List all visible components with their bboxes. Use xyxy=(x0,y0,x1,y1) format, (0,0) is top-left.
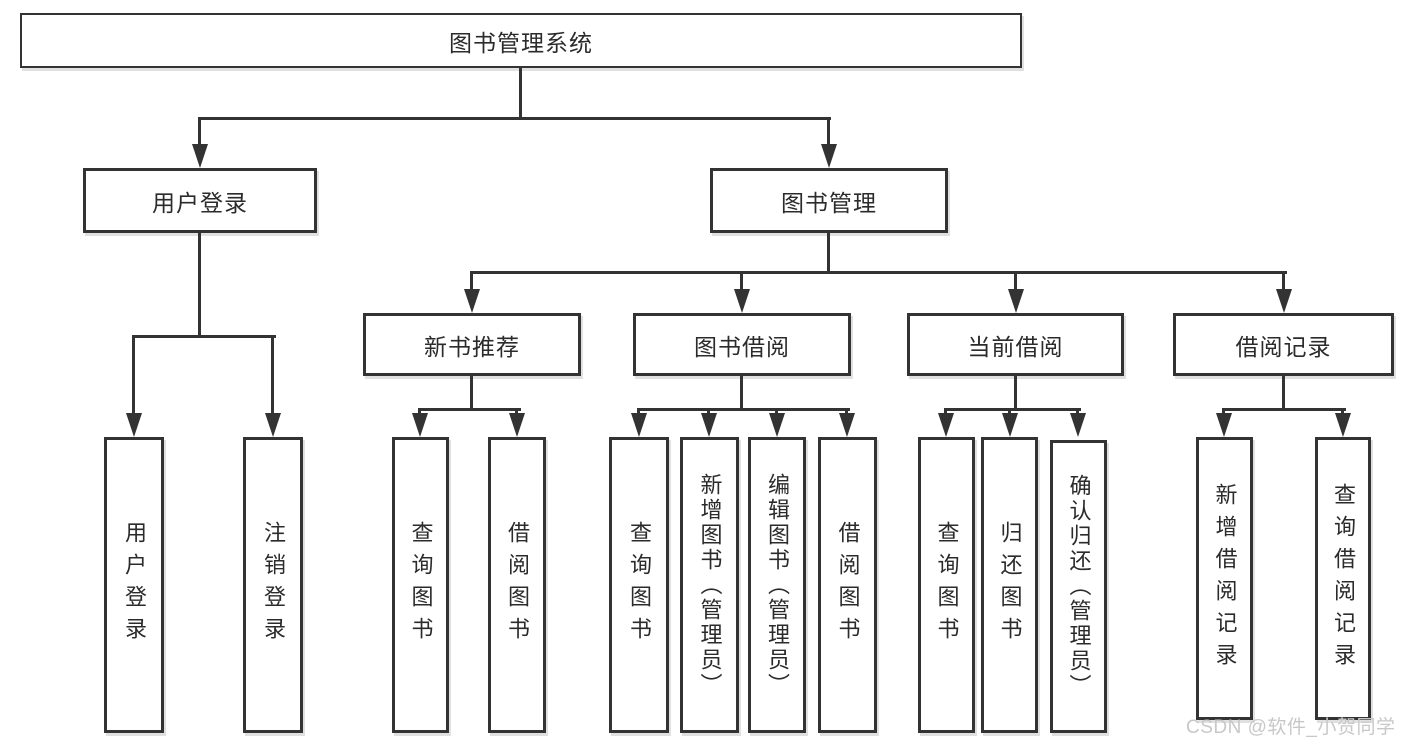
leaf-br-add-record-label: 新增借阅记录 xyxy=(1212,482,1238,675)
arrow-down-icon xyxy=(1335,413,1351,437)
leaf-user-login-label: 用户登录 xyxy=(122,521,147,649)
leaf-logout-label: 注销登录 xyxy=(261,521,286,649)
connector-line xyxy=(1076,410,1079,415)
node-borrowing-records-label: 借阅记录 xyxy=(1235,333,1332,360)
arrow-down-icon xyxy=(769,413,785,437)
connector-line xyxy=(1008,410,1011,415)
leaf-cb-query-books: 查询图书 xyxy=(918,437,975,733)
arrow-down-icon xyxy=(734,289,750,313)
node-borrowing-records: 借阅记录 xyxy=(1173,313,1394,376)
arrow-down-icon xyxy=(839,413,855,437)
arrow-down-icon xyxy=(1276,289,1292,313)
leaf-user-login: 用户登录 xyxy=(104,437,164,733)
connector-line xyxy=(198,119,201,146)
leaf-bb-edit-books-admin-label: 编辑图书（管理员） xyxy=(765,472,790,698)
watermark: CSDN @软件_小贺同学 xyxy=(1186,717,1396,738)
connector-line xyxy=(827,233,830,273)
leaf-bb-borrow-books: 借阅图书 xyxy=(818,437,877,733)
connector-line xyxy=(1282,273,1285,290)
arrow-down-icon xyxy=(1002,413,1018,437)
node-book-management-label: 图书管理 xyxy=(781,189,877,216)
node-root-label: 图书管理系统 xyxy=(449,29,593,56)
leaf-br-query-record: 查询借阅记录 xyxy=(1315,437,1371,720)
connector-line xyxy=(198,117,831,120)
arrow-down-icon xyxy=(1070,413,1086,437)
leaf-rec-query-books-label: 查询图书 xyxy=(408,521,434,649)
connector-line xyxy=(1341,410,1344,415)
connector-line xyxy=(418,408,521,411)
connector-line xyxy=(944,408,1081,411)
leaf-rec-borrow-books-label: 借阅图书 xyxy=(505,521,530,649)
leaf-cb-return-books-label: 归还图书 xyxy=(997,521,1023,649)
node-current-borrowing-label: 当前借阅 xyxy=(967,333,1064,360)
connector-line xyxy=(519,68,522,120)
connector-line xyxy=(845,410,848,415)
connector-line xyxy=(1222,410,1225,415)
arrow-down-icon xyxy=(938,413,954,437)
leaf-bb-borrow-books-label: 借阅图书 xyxy=(835,521,861,649)
connector-line xyxy=(198,233,201,337)
connector-line xyxy=(740,273,743,290)
leaf-bb-query-books-label: 查询图书 xyxy=(627,521,652,649)
connector-line xyxy=(775,410,778,415)
leaf-br-add-record: 新增借阅记录 xyxy=(1196,437,1253,720)
connector-line xyxy=(637,408,850,411)
leaf-rec-query-books: 查询图书 xyxy=(392,437,449,733)
arrow-down-icon xyxy=(192,144,208,168)
arrow-down-icon xyxy=(1008,289,1024,313)
connector-line xyxy=(827,119,830,146)
connector-line xyxy=(1282,376,1285,410)
arrow-down-icon xyxy=(821,144,837,168)
connector-line xyxy=(470,376,473,410)
leaf-cb-confirm-return-admin-label: 确认归还（管理员） xyxy=(1066,474,1092,699)
node-user-login-label: 用户登录 xyxy=(152,189,248,216)
arrow-down-icon xyxy=(412,413,428,437)
node-root: 图书管理系统 xyxy=(20,13,1022,68)
connector-line xyxy=(707,410,710,415)
connector-line xyxy=(470,273,473,290)
arrow-down-icon xyxy=(1216,413,1232,437)
arrow-down-icon xyxy=(509,413,525,437)
leaf-bb-query-books: 查询图书 xyxy=(609,437,669,733)
leaf-bb-add-books-admin: 新增图书（管理员） xyxy=(680,437,739,733)
connector-line xyxy=(1222,408,1346,411)
node-new-book-recommend-label: 新书推荐 xyxy=(424,333,520,360)
arrow-down-icon xyxy=(464,289,480,313)
leaf-bb-edit-books-admin: 编辑图书（管理员） xyxy=(748,437,806,733)
connector-line xyxy=(515,410,518,415)
arrow-down-icon xyxy=(265,413,281,437)
leaf-cb-query-books-label: 查询图书 xyxy=(934,521,960,649)
connector-line xyxy=(637,410,640,415)
leaf-rec-borrow-books: 借阅图书 xyxy=(488,437,546,733)
node-user-login: 用户登录 xyxy=(83,168,317,233)
arrow-down-icon xyxy=(631,413,647,437)
node-book-borrowing: 图书借阅 xyxy=(633,313,851,376)
node-book-management: 图书管理 xyxy=(710,168,948,233)
leaf-cb-confirm-return-admin: 确认归还（管理员） xyxy=(1050,440,1107,733)
arrow-down-icon xyxy=(126,413,142,437)
node-book-borrowing-label: 图书借阅 xyxy=(694,333,790,360)
connector-line xyxy=(418,410,421,415)
connector-line xyxy=(132,337,135,415)
leaf-logout: 注销登录 xyxy=(243,437,303,733)
arrow-down-icon xyxy=(701,413,717,437)
connector-line xyxy=(470,271,1287,274)
leaf-bb-add-books-admin-label: 新增图书（管理员） xyxy=(697,472,723,698)
connector-line xyxy=(1014,376,1017,410)
connector-line xyxy=(740,376,743,410)
connector-line xyxy=(271,337,274,415)
connector-line xyxy=(944,410,947,415)
leaf-br-query-record-label: 查询借阅记录 xyxy=(1331,482,1356,675)
leaf-cb-return-books: 归还图书 xyxy=(981,437,1038,733)
connector-line xyxy=(1014,273,1017,290)
node-current-borrowing: 当前借阅 xyxy=(907,313,1124,376)
node-new-book-recommend: 新书推荐 xyxy=(363,313,581,376)
connector-line xyxy=(132,335,276,338)
